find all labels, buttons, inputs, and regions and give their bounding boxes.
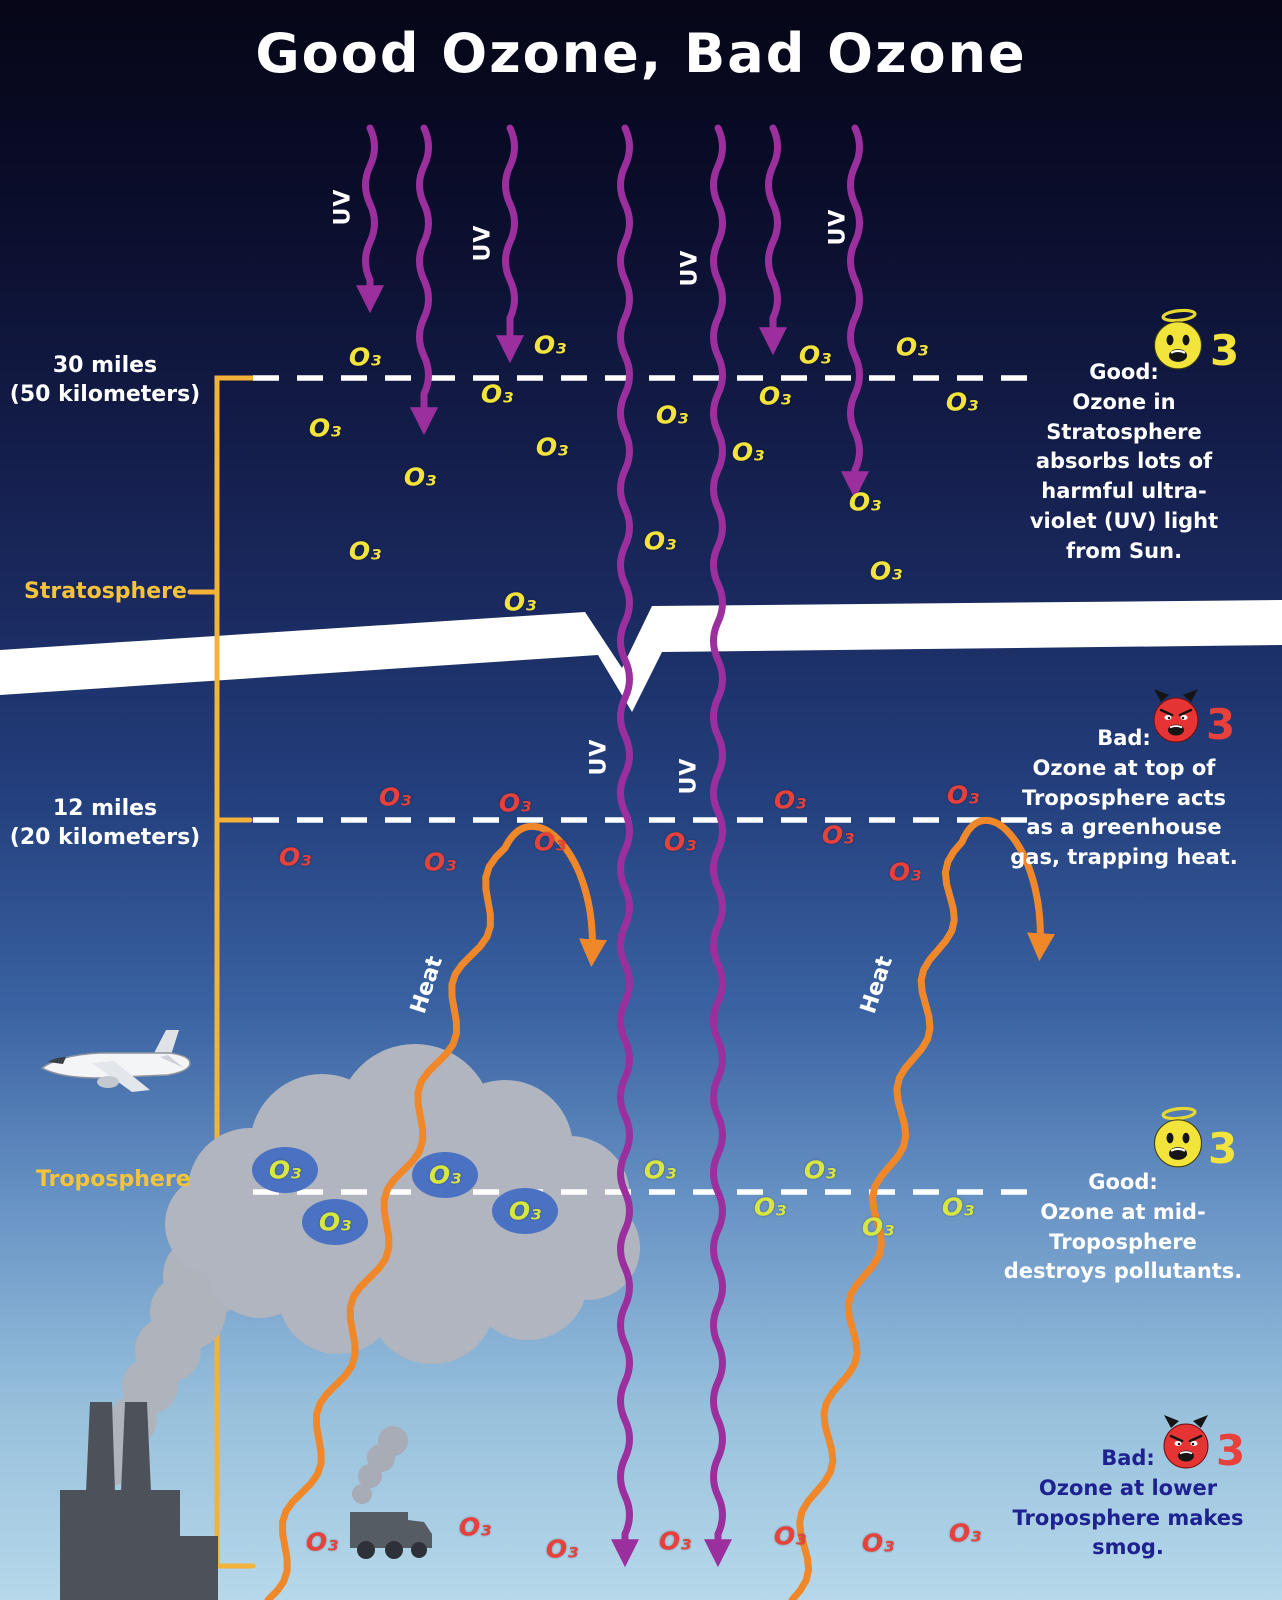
o3-molecule: O₃: [773, 1521, 807, 1551]
o3-molecule: O₃: [753, 1192, 787, 1222]
ozone-pockets: [252, 1147, 558, 1245]
o3-molecule: O₃: [655, 400, 689, 430]
o3-molecule: O₃: [428, 1160, 462, 1190]
scale-break-band: [0, 600, 1282, 712]
o3-molecule: O₃: [945, 387, 979, 417]
ozone-three-label: 3: [1208, 1124, 1238, 1173]
o3-molecule: O₃: [318, 1207, 352, 1237]
o3-molecule: O₃: [348, 536, 382, 566]
o3-molecule: O₃: [848, 487, 882, 517]
o3-molecule: O₃: [503, 587, 537, 617]
altitude-km: (20 kilometers): [9, 824, 201, 850]
o3-molecule: O₃: [458, 1512, 492, 1542]
o3-molecule: O₃: [533, 330, 567, 360]
o3-molecule: O₃: [861, 1212, 895, 1242]
o3-molecule: O₃: [948, 1518, 982, 1548]
uv-label: UV: [586, 738, 612, 776]
note-troposphere-lower-bad: Bad: Ozone at lower Troposphere makes sm…: [1002, 1444, 1254, 1563]
o3-molecule: O₃: [821, 820, 855, 850]
uv-ray: [410, 124, 438, 436]
note-troposphere-mid-good: Good: Ozone at mid-Troposphere destroys …: [998, 1168, 1248, 1287]
o3-molecule: O₃: [946, 780, 980, 810]
uv-ray: [841, 124, 869, 500]
o3-molecule: O₃: [348, 342, 382, 372]
uv-ray: [356, 124, 384, 314]
o3-molecule: O₃: [533, 827, 567, 857]
ozone-three-label: 3: [1210, 326, 1240, 375]
stratosphere-label: Stratosphere: [24, 579, 187, 604]
uv-label: UV: [470, 224, 496, 262]
o3-molecule: O₃: [305, 1527, 339, 1557]
uv-ray: [611, 124, 639, 1568]
o3-molecule: O₃: [545, 1534, 579, 1564]
o3-molecule: O₃: [731, 437, 765, 467]
o3-molecule: O₃: [888, 857, 922, 887]
note-body: Ozone at top of Troposphere acts as a gr…: [1010, 755, 1238, 870]
o3-molecule: O₃: [941, 1192, 975, 1222]
altitude-miles: 30 miles: [52, 353, 158, 378]
uv-label: UV: [330, 188, 356, 226]
note-body: Ozone in Stratosphere absorbs lots of ha…: [1029, 389, 1219, 563]
truck: [350, 1512, 432, 1559]
smog-cloud: [165, 1044, 640, 1364]
note-body: Ozone at lower Troposphere makes smog.: [1012, 1475, 1244, 1560]
o3-molecule: O₃: [378, 782, 412, 812]
o3-molecule: O₃: [798, 340, 832, 370]
uv-ray: [704, 124, 732, 1568]
o3-molecule: O₃: [643, 526, 677, 556]
uv-ray: [759, 124, 787, 356]
altitude-label-12-miles: 12 miles (20 kilometers): [0, 795, 210, 852]
uv-ray: [496, 124, 524, 364]
good-ozone-face-icon: [1146, 1106, 1210, 1169]
ozone-three-label: 3: [1206, 700, 1236, 749]
o3-molecule: O₃: [278, 842, 312, 872]
airplane-icon: [40, 1030, 191, 1092]
o3-molecule: O₃: [423, 847, 457, 877]
o3-molecule: O₃: [663, 827, 697, 857]
note-heading: Good:: [1088, 1170, 1158, 1194]
uv-label: UV: [676, 757, 702, 795]
ozone-three-label: 3: [1216, 1426, 1246, 1475]
o3-molecule: O₃: [498, 788, 532, 818]
note-body: Ozone at mid-Troposphere destroys pollut…: [1003, 1199, 1243, 1284]
o3-molecule: O₃: [308, 413, 342, 443]
o3-molecule: O₃: [758, 381, 792, 411]
truck-smoke: [352, 1426, 408, 1504]
o3-molecule: O₃: [773, 785, 807, 815]
o3-molecule: O₃: [643, 1155, 677, 1185]
uv-label: UV: [825, 208, 851, 246]
page-title: Good Ozone, Bad Ozone: [255, 22, 1027, 85]
o3-molecule: O₃: [480, 379, 514, 409]
o3-molecule: O₃: [403, 462, 437, 492]
o3-molecule: O₃: [508, 1196, 542, 1226]
note-troposphere-top-bad: Bad: Ozone at top of Troposphere acts as…: [1010, 724, 1238, 873]
o3-molecule: O₃: [861, 1528, 895, 1558]
note-heading: Bad:: [1101, 1446, 1155, 1470]
note-heading: Good:: [1089, 360, 1159, 384]
altitude-label-30-miles: 30 miles (50 kilometers): [0, 352, 210, 409]
o3-molecule: O₃: [803, 1155, 837, 1185]
note-heading: Bad:: [1097, 726, 1151, 750]
o3-molecule: O₃: [658, 1526, 692, 1556]
o3-molecule: O₃: [535, 432, 569, 462]
altitude-bracket: [187, 375, 256, 1569]
o3-molecule: O₃: [869, 556, 903, 586]
heat-arrow: [264, 822, 607, 1600]
o3-molecule: O₃: [895, 332, 929, 362]
uv-label: UV: [677, 249, 703, 287]
heat-arrow: [788, 816, 1055, 1600]
troposphere-label: Troposphere: [36, 1167, 191, 1192]
factory: [60, 1402, 218, 1600]
o3-molecule: O₃: [268, 1155, 302, 1185]
note-stratosphere-good: Good: Ozone in Stratosphere absorbs lots…: [1008, 358, 1240, 567]
altitude-km: (50 kilometers): [9, 381, 201, 407]
altitude-miles: 12 miles: [52, 796, 158, 821]
